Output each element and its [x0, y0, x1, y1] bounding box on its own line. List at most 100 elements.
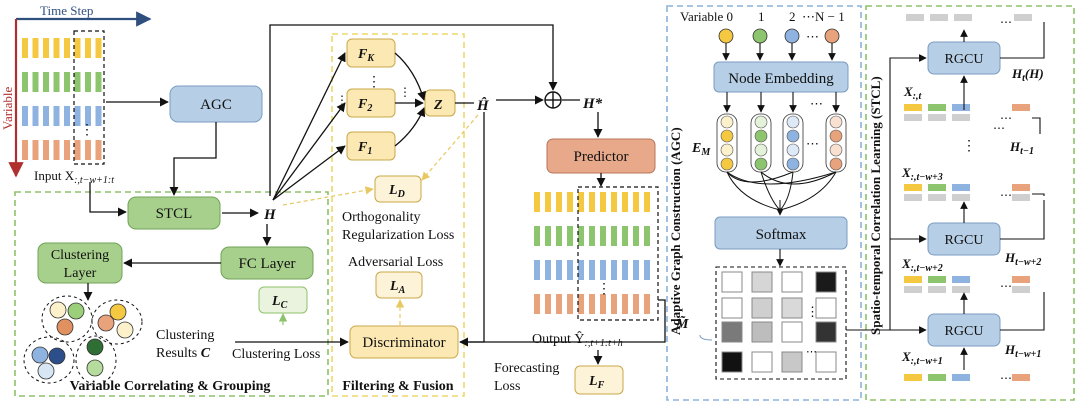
output-seq-segment	[589, 260, 595, 280]
input-seq-segment	[43, 140, 49, 160]
adjacency-cell	[721, 321, 743, 343]
x-bar	[1012, 184, 1030, 191]
agc-top-dots: ⋯	[806, 29, 819, 44]
output-seq-segment	[589, 294, 595, 314]
input-seq-segment	[95, 106, 102, 126]
output-seq-segment	[534, 294, 540, 314]
clustering-layer-line1: Clustering	[51, 248, 109, 263]
output-seq-segment	[622, 226, 628, 246]
cluster-groups	[23, 295, 143, 385]
state-bar	[906, 14, 924, 21]
embedding-arrows	[723, 92, 840, 113]
state-bar	[928, 194, 946, 201]
fusion-z-label: Z	[433, 98, 443, 113]
input-sequences	[22, 38, 102, 160]
output-seq-segment	[556, 260, 562, 280]
state-bar	[954, 14, 972, 21]
output-seq-segment	[611, 294, 617, 314]
x-bar	[952, 276, 970, 283]
output-seq-segment	[622, 192, 628, 212]
input-seq-segment	[64, 106, 70, 126]
stcl-panel-frame	[865, 5, 1075, 401]
filter-vdots: ⋮	[367, 75, 381, 90]
adjacency-cell	[815, 321, 837, 343]
state-bar	[928, 114, 946, 121]
node-embedding-box[interactable]	[713, 61, 849, 93]
output-seq-segment	[545, 226, 551, 246]
adjacency-cell	[815, 297, 837, 319]
agc-variable-nodes	[718, 28, 840, 44]
adjacency-cell	[751, 297, 773, 319]
stcl-box-label: STCL	[156, 206, 193, 222]
output-seq-segment	[545, 192, 551, 212]
adjacency-cell	[781, 351, 803, 373]
state-bar	[1014, 14, 1032, 21]
softmax-box[interactable]	[714, 216, 848, 250]
agc-variable-label: Variable 0	[680, 9, 733, 24]
x-bar	[952, 104, 970, 111]
output-seq-segment	[600, 226, 606, 246]
x-bar	[904, 276, 922, 283]
lf-box	[574, 365, 624, 395]
filtering-fusion-frame	[331, 33, 465, 397]
input-seq-segment	[64, 72, 70, 92]
stcl-hdots-4: ⋯	[1000, 279, 1012, 293]
x-bar	[928, 184, 946, 191]
agc-side-title: Adaptive Graph Construction (AGC)	[668, 127, 683, 335]
embedding-cell	[786, 115, 800, 129]
em-label: EM	[691, 141, 711, 158]
input-seq-segment	[95, 140, 102, 160]
rgcu-bottom-label: RGCU	[945, 324, 984, 339]
input-seq-segment	[85, 38, 91, 58]
matrix-hdots: ⋯	[806, 346, 817, 358]
state-bar	[904, 194, 922, 201]
stcl-box[interactable]	[127, 196, 221, 230]
output-seq-segment	[534, 192, 540, 212]
xt-label: X:,t	[903, 84, 923, 102]
input-seq-segment	[53, 72, 60, 92]
input-seq-segment	[74, 140, 81, 160]
adjacency-cell	[815, 271, 837, 293]
clustering-layer-box[interactable]	[37, 242, 123, 284]
xtw3-label: X:,t−w+3	[901, 165, 943, 183]
input-seq-segment	[74, 106, 81, 126]
input-seq-segment	[53, 140, 60, 160]
x-bar	[904, 184, 922, 191]
discriminator-box[interactable]	[349, 325, 459, 359]
node-embedding-label: Node Embedding	[728, 71, 834, 87]
lc-label: LC	[271, 294, 288, 311]
input-seq-segment	[64, 140, 70, 160]
x-bar	[928, 276, 946, 283]
softmax-label: Softmax	[756, 227, 807, 243]
input-seq-segment	[22, 106, 28, 126]
xtw2-label: X:,t−w+2	[901, 256, 943, 274]
embedding-cell	[786, 143, 800, 157]
output-seq-segment	[567, 294, 573, 314]
output-seq-segment	[589, 192, 595, 212]
adjacency-cell	[781, 321, 803, 343]
clustering-layer-line2: Layer	[64, 266, 97, 281]
x-bar	[928, 104, 946, 111]
input-seq-segment	[64, 38, 70, 58]
state-bar	[930, 14, 948, 21]
h-label: H	[263, 207, 277, 223]
lf-label: LF	[588, 374, 605, 391]
state-bar	[904, 114, 922, 121]
input-seq-segment	[43, 38, 49, 58]
input-seq-segment	[74, 72, 81, 92]
input-seq-segment	[43, 106, 49, 126]
output-seq-segment	[644, 226, 650, 246]
stcl-hdots-5: ⋯	[1000, 371, 1012, 385]
la-box	[375, 271, 423, 299]
clustering-results-line2: Results C	[156, 346, 211, 361]
adjacency-matrix	[721, 271, 837, 373]
x-bar	[1012, 104, 1030, 111]
state-bar	[1012, 194, 1030, 201]
input-dots: ⋮	[80, 123, 94, 138]
stcl-hdots-3: ⋯	[1000, 188, 1012, 202]
output-seq-segment	[644, 294, 650, 314]
output-seq-segment	[633, 294, 639, 314]
embedding-product-lines	[726, 171, 837, 216]
state-bar	[904, 286, 922, 293]
